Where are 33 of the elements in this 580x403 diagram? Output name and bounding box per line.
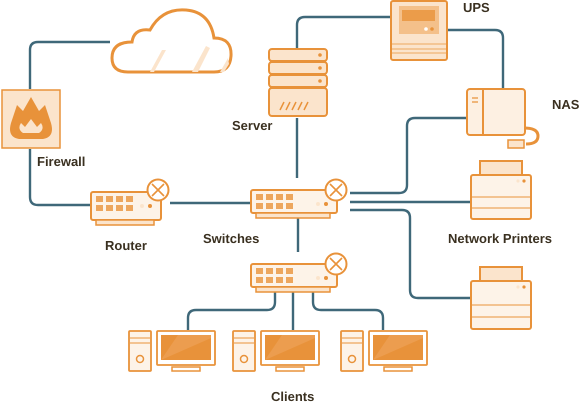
network-cable: [448, 28, 504, 88]
ups-icon: [390, 0, 448, 61]
device-label: UPS: [463, 0, 490, 16]
switch-icon: [250, 178, 350, 218]
router-icon: [90, 178, 170, 228]
device-label: NAS: [552, 97, 580, 113]
cloud-drawing: [110, 6, 234, 76]
network-cable: [28, 40, 110, 89]
device-label: Clients: [271, 389, 314, 403]
computer-icon: [128, 330, 216, 372]
printer-icon: [470, 266, 532, 330]
network-cable: [186, 292, 276, 330]
device-label: Router: [105, 238, 147, 254]
computer-icon: [340, 330, 428, 372]
network-cable: [296, 16, 390, 48]
network-cable: [350, 208, 470, 300]
network-cable: [292, 292, 294, 330]
device-label: Server: [232, 118, 272, 134]
device-label: Firewall: [37, 154, 86, 170]
device-label: Switches: [203, 231, 260, 247]
network-cable: [296, 218, 300, 252]
network-cable: [350, 116, 466, 194]
device-label: Network Printers: [448, 231, 552, 247]
network-cable: [296, 118, 298, 178]
switch-icon: [250, 252, 350, 292]
network-cable: [170, 202, 250, 204]
server-icon: [268, 48, 328, 118]
firewall-icon: [1, 89, 61, 149]
computer-icon: [232, 330, 320, 372]
network-cable: [312, 292, 384, 330]
network-cable: [28, 149, 90, 206]
printer-icon: [470, 160, 532, 220]
network-cable: [350, 200, 470, 204]
